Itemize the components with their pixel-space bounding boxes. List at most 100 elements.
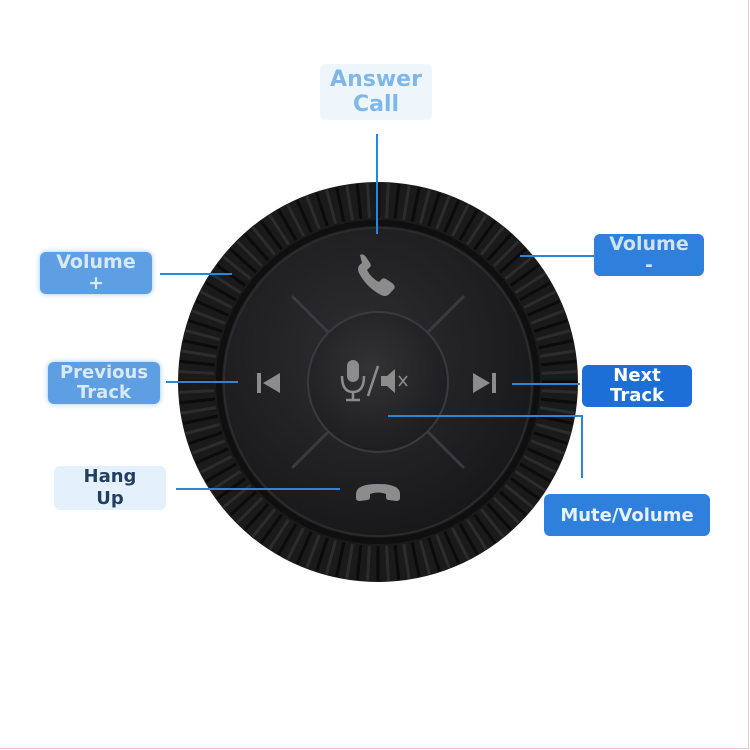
ring-ridge (418, 189, 431, 224)
ring-ridge (179, 397, 216, 405)
ring-ridge (509, 477, 540, 501)
ring-ridge (435, 195, 451, 230)
ring-ridge (427, 192, 441, 227)
ring-ridge (385, 183, 390, 219)
ring-ridge (410, 187, 421, 222)
ring-ridge (191, 309, 226, 325)
ring-ridge (195, 447, 229, 465)
hang-up-label: Hang Up (54, 466, 166, 510)
ring-ridge (181, 406, 217, 415)
ring-ridge (179, 389, 215, 394)
ring-ridge (458, 208, 479, 241)
ring-ridge (335, 187, 346, 222)
ring-ridge (183, 339, 218, 350)
ring-ridge (523, 290, 556, 309)
ring-ridge (504, 255, 534, 280)
ring-ridge (181, 349, 217, 358)
ring-ridge (345, 185, 354, 221)
ring-ridge (188, 431, 223, 445)
ring-ridge (251, 226, 276, 256)
phone-hangup-icon[interactable] (356, 484, 400, 501)
ring-ridge (179, 370, 215, 375)
ring-ridge (204, 281, 237, 302)
ring-ridge (268, 214, 290, 246)
ring-ridge (191, 439, 226, 455)
ring-ridge (458, 523, 479, 556)
ring-ridge (480, 226, 505, 256)
ring-ridge (366, 545, 371, 581)
ring-ridge (355, 544, 363, 581)
ring-ridge (514, 272, 546, 294)
ring-ridge (185, 422, 220, 435)
ring-ridge (540, 359, 577, 367)
ring-ridge (519, 281, 552, 302)
ring-ridge (533, 431, 568, 445)
skip-next-icon[interactable] (473, 373, 496, 393)
ring-ridges (179, 183, 577, 581)
ring-ridge (229, 490, 258, 517)
ring-ridge (492, 240, 520, 268)
ring-ridge (538, 339, 573, 350)
ring-ridge (236, 240, 264, 268)
ring-ridge (268, 518, 290, 550)
ring-ridge (536, 329, 571, 342)
ring-ridge (295, 531, 313, 565)
ring-ridge (541, 389, 577, 394)
ring-ridge (286, 527, 305, 560)
ring-ridge (305, 195, 321, 230)
ring-ridge (243, 502, 270, 531)
ring-ridge (195, 299, 229, 317)
leader-lines (160, 134, 594, 490)
answer-call-label: Answer Call (320, 64, 432, 120)
ring-ridge (179, 359, 216, 367)
phone-answer-icon[interactable] (358, 254, 395, 296)
ring-ridge (385, 545, 390, 581)
ring-ridge (418, 540, 431, 575)
ring-ridge (435, 534, 451, 569)
ring-ridge (536, 422, 571, 435)
ring-ridge (204, 462, 237, 483)
ring-ridge (277, 523, 298, 556)
mute-volume-label: Mute/Volume (544, 494, 710, 536)
ring-ridge (473, 513, 497, 544)
skip-previous-icon[interactable] (257, 373, 280, 393)
center-button[interactable] (307, 311, 449, 453)
ring-ridge (243, 233, 270, 262)
ring-ridge (222, 255, 252, 280)
ring-ridge (509, 263, 540, 287)
ring-ridge (393, 544, 401, 581)
ring-ridge (451, 527, 470, 560)
ring-ridge (277, 208, 298, 241)
ring-ridge (443, 531, 461, 565)
next-track-label: Next Track (582, 365, 692, 407)
volume-plus-label: Volume + (40, 252, 152, 294)
ring-ridge (530, 309, 565, 325)
ring-ridge (427, 537, 441, 572)
ring-ridge (183, 414, 218, 425)
ring-ridge (259, 220, 283, 251)
volume-minus-label: Volume - (594, 234, 704, 276)
ring-ridge (492, 496, 520, 524)
ring-ridge (335, 542, 346, 577)
ring-ridge (410, 542, 421, 577)
ring-ridge (315, 537, 329, 572)
ring-ridge (229, 247, 258, 274)
ring-ridge (188, 319, 223, 333)
ring-ridge (498, 247, 527, 274)
ring-ridge (539, 406, 575, 415)
ring-ridge (473, 220, 497, 251)
ring-ridge (345, 543, 354, 579)
ring-ridge (539, 349, 575, 358)
ring-ridge (305, 534, 321, 569)
ring-ridge (443, 199, 461, 233)
ring-ridge (466, 214, 488, 246)
ring-ridge (185, 329, 220, 342)
ring-ridge (295, 199, 313, 233)
ring-ridge (527, 299, 561, 317)
ring-ridge (200, 455, 233, 474)
ring-ridge (523, 455, 556, 474)
ring-ridge (210, 272, 242, 294)
ring-ridge (530, 439, 565, 455)
